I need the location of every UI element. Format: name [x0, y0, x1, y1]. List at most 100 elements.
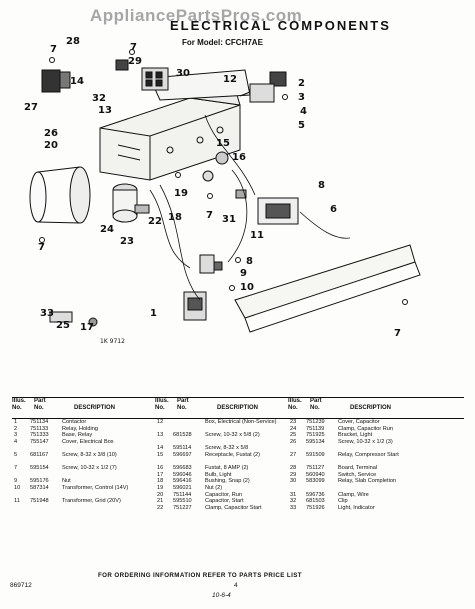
- part-description: Screw, 8-32 x 5/8: [205, 445, 249, 452]
- callout: 29: [128, 56, 142, 67]
- part-number: 596046: [173, 471, 192, 478]
- part-number: 751139: [306, 425, 325, 432]
- illus-number: 31: [290, 491, 297, 498]
- part-description: Cover, Electrical Box: [62, 438, 114, 445]
- illus-number: 1: [14, 419, 18, 425]
- illus-number: 9: [14, 478, 18, 485]
- model-label: For Model:: [182, 38, 223, 47]
- callout: 32: [92, 93, 106, 104]
- callout: 24: [100, 224, 114, 235]
- callout: 10: [240, 282, 254, 293]
- part-number: 596736: [306, 491, 325, 498]
- illus-number: 23: [290, 419, 297, 425]
- illus-number: 25: [290, 432, 297, 439]
- part-number: 587314: [30, 485, 49, 491]
- illus-no-header: No.: [12, 405, 22, 411]
- illus-number: 26: [290, 438, 297, 445]
- illus-number: 5: [14, 452, 18, 458]
- part-description: Nut: [62, 478, 71, 485]
- fustat-receptacle: [202, 170, 214, 182]
- illus-number: 21: [157, 498, 164, 505]
- illus-number: 3: [14, 432, 18, 439]
- callout: 5: [298, 120, 305, 131]
- table-header-rule: [12, 397, 464, 419]
- part-number: 751144: [173, 491, 192, 498]
- illus-number: 12: [157, 419, 164, 425]
- callout: 11: [250, 230, 264, 241]
- part-number: 595176: [30, 478, 49, 485]
- part-description: Capacitor, Start: [205, 498, 244, 505]
- part-number: 755147: [30, 438, 49, 445]
- part-description: Capacitor, Run: [205, 491, 243, 498]
- illus-no-header: No.: [288, 405, 298, 411]
- part-description: Screw, 10-32 x 5/8 (2): [205, 432, 260, 439]
- watermark: AppliancePartsPros.com: [90, 6, 303, 25]
- part-description: Transformer, Grid (20V): [62, 498, 121, 505]
- illus-header: Illus.: [12, 398, 26, 404]
- callout: 2: [298, 78, 305, 89]
- part-description: Transformer, Control (14V): [62, 485, 129, 491]
- callout: 27: [24, 102, 38, 113]
- part-number: 595510: [173, 498, 192, 505]
- part-number: 751239: [306, 419, 325, 425]
- document-number: 869712: [10, 582, 32, 589]
- illus-number: 20: [157, 491, 164, 498]
- terminal-board: [141, 67, 169, 91]
- illus-header: Illus.: [155, 398, 169, 404]
- model-number: CFCH7AE: [225, 38, 263, 47]
- callout: 1: [150, 308, 157, 319]
- illus-number: 32: [290, 498, 297, 505]
- holding-relay: [239, 71, 287, 103]
- ordering-note: FOR ORDERING INFORMATION REFER TO PARTS …: [98, 572, 302, 579]
- part-header: Part: [177, 398, 189, 404]
- callout: 6: [330, 204, 337, 215]
- part-number: 583099: [306, 478, 325, 485]
- illus-number: 14: [157, 445, 164, 452]
- page-number: 4: [234, 582, 238, 589]
- illus-number: 4: [14, 438, 18, 445]
- illus-number: 15: [157, 452, 164, 458]
- callout: 13: [98, 105, 112, 116]
- illus-number: 2: [14, 425, 18, 432]
- part-number: 596697: [173, 452, 192, 458]
- callout: 14: [70, 76, 84, 87]
- callout: 8: [318, 180, 325, 191]
- callout: 7: [206, 210, 213, 221]
- part-header: Part: [34, 398, 46, 404]
- callout: 8: [246, 256, 253, 267]
- capacitor-clamp: [134, 204, 150, 214]
- callout: 7: [50, 44, 57, 55]
- illus-number: 27: [290, 452, 297, 458]
- illus-number: 19: [157, 485, 164, 491]
- part-number: 681503: [306, 498, 325, 505]
- illus-number: 33: [290, 504, 297, 511]
- illus-number: 22: [157, 504, 164, 511]
- part-description: Clamp, Capacitor Start: [205, 504, 262, 511]
- start-capacitor: [112, 183, 138, 223]
- part-number: 751227: [173, 504, 192, 511]
- fustat: [215, 151, 229, 165]
- grid-transformer: [257, 197, 299, 225]
- illus-number: 24: [290, 425, 297, 432]
- callout: 31: [222, 214, 236, 225]
- callout: 20: [44, 140, 58, 151]
- part-number: 681167: [30, 452, 49, 458]
- handwritten-date: 10-6-4: [212, 592, 231, 599]
- part-description: Contactor: [62, 419, 87, 425]
- compressor-start-relay: [41, 69, 71, 93]
- illus-number: 10: [14, 485, 21, 491]
- service-switch: [115, 59, 129, 71]
- wire-clamp: [235, 189, 247, 199]
- part-number: 751925: [306, 432, 325, 439]
- part-description: Switch, Service: [338, 471, 377, 478]
- part-no-header: No.: [310, 405, 320, 411]
- part-number: 595114: [173, 445, 192, 452]
- illus-number: 16: [157, 465, 164, 472]
- part-header: Part: [310, 398, 322, 404]
- illus-header: Illus.: [288, 398, 302, 404]
- part-number: 596021: [173, 485, 192, 491]
- part-description: Bushing, Snap (2): [205, 478, 250, 485]
- illus-number: 18: [157, 478, 164, 485]
- part-number: 751134: [30, 419, 49, 425]
- part-number: 591509: [306, 452, 325, 458]
